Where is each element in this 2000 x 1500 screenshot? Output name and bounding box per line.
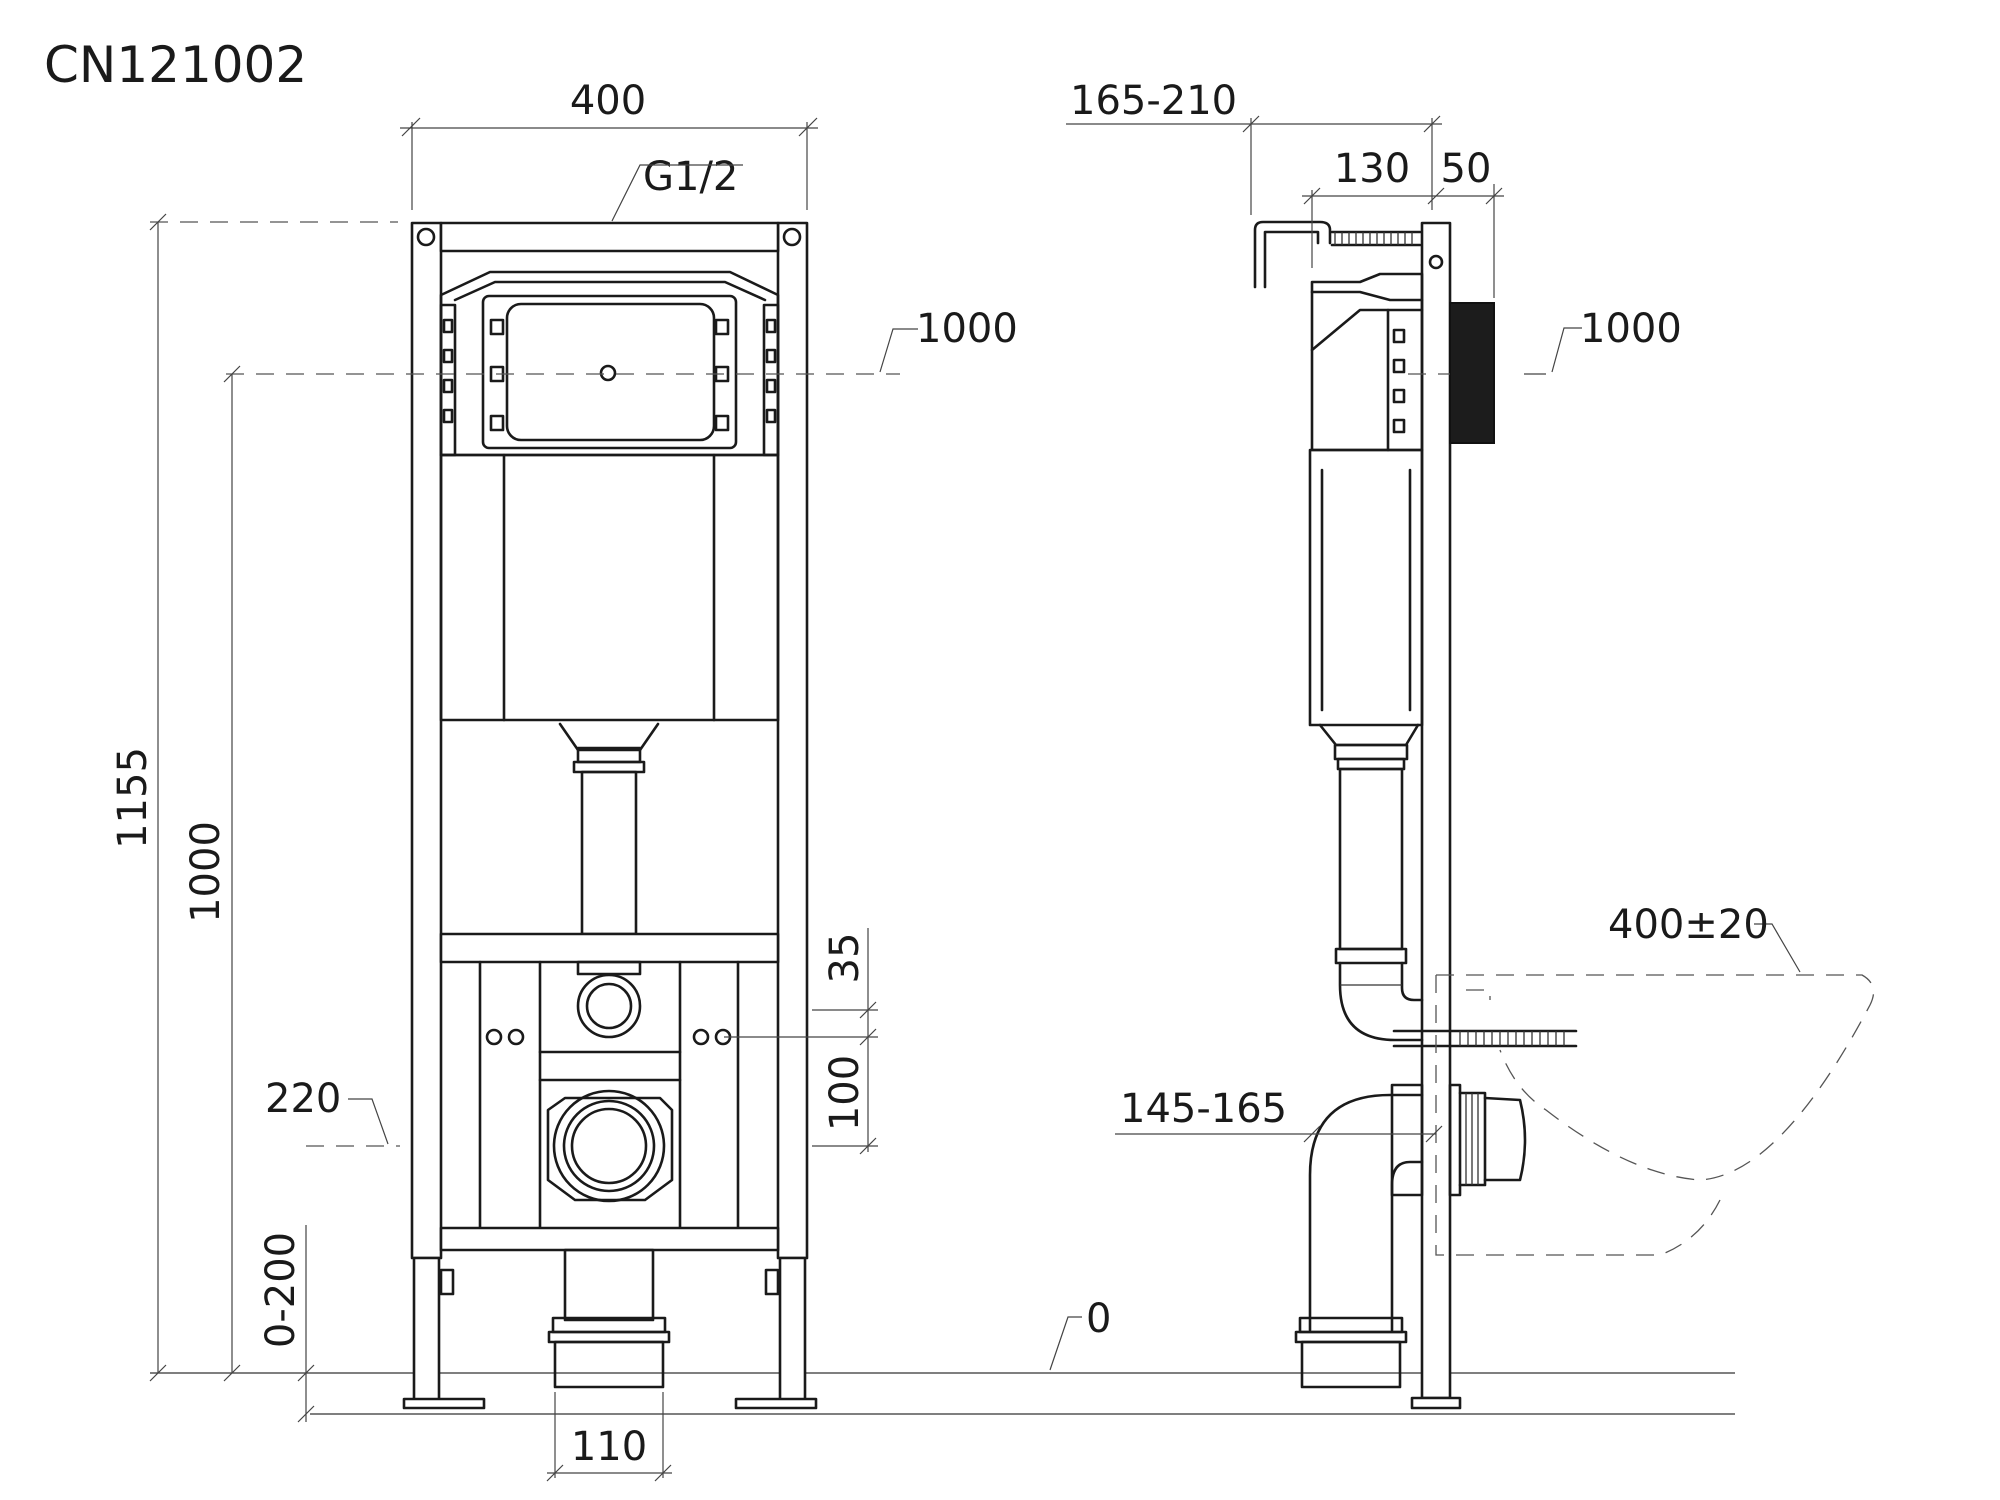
dim-outlet-diameter: 110 [571,1424,647,1470]
inlet-label: G1/2 [643,154,738,200]
dim-tank-depth: 130 [1334,146,1410,192]
front-dimensions: 400 G1/2 1155 1000 1000 35 100 220 [110,78,1018,1482]
inlet-connector [576,973,642,1039]
cistern-tank [439,453,780,722]
front-view [402,221,818,1410]
floor-lines [150,1372,1735,1415]
right-foot [734,1397,818,1410]
dim-outlet-depth: 145-165 [1120,1086,1287,1132]
dim-total-height: 1155 [110,747,156,849]
dim-bowl-height: 400±20 [1608,902,1769,948]
side-tank-body [1308,448,1424,727]
middle-rail [439,932,780,964]
right-post [776,221,809,1260]
left-foot [402,1397,486,1410]
toilet-bowl-outline [1435,974,1875,1256]
side-flush-pipe [1338,767,1404,951]
side-outlet-pipe [1300,1340,1402,1389]
left-bracket [439,303,457,457]
dim-side-button-height: 1000 [1580,306,1682,352]
dim-button-height: 1000 [916,306,1018,352]
flush-pipe [580,770,638,936]
dim-overall-depth: 165-210 [1070,78,1237,124]
front-mounting-plate [1449,302,1495,444]
dim-floor-level: 0 [1086,1296,1111,1342]
dim-drain-height: 220 [265,1076,341,1122]
right-bracket [762,303,780,457]
dim-bolt-offset: 35 [822,933,868,984]
dim-width: 400 [570,78,646,124]
dim-adjust-range: 0-200 [258,1232,304,1348]
dim-frame-depth: 50 [1441,146,1492,192]
dim-bolt-spacing: 100 [822,1055,868,1131]
left-post [410,221,443,1260]
button-opening [481,294,738,450]
drain-outlet [552,1089,666,1203]
top-rail [439,221,780,253]
side-dimensions: 165-210 130 50 1000 400±20 145-165 0 [1049,78,1801,1371]
dim-axis-height: 1000 [183,821,229,923]
bottom-rail [439,1226,780,1252]
model-number: CN121002 [44,36,307,94]
side-view [1253,220,1875,1410]
